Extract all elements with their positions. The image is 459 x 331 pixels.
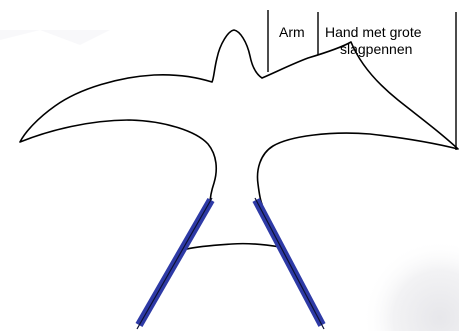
hand-label-line1: Hand met grote xyxy=(325,24,422,40)
background-texture-left xyxy=(0,30,110,45)
hand-label-line2: slagpennen xyxy=(340,41,412,57)
background-texture xyxy=(330,200,459,331)
left-rod-core xyxy=(137,198,212,329)
right-rod-core xyxy=(255,198,324,329)
arm-label: Arm xyxy=(279,24,305,40)
tail-line xyxy=(187,244,280,249)
